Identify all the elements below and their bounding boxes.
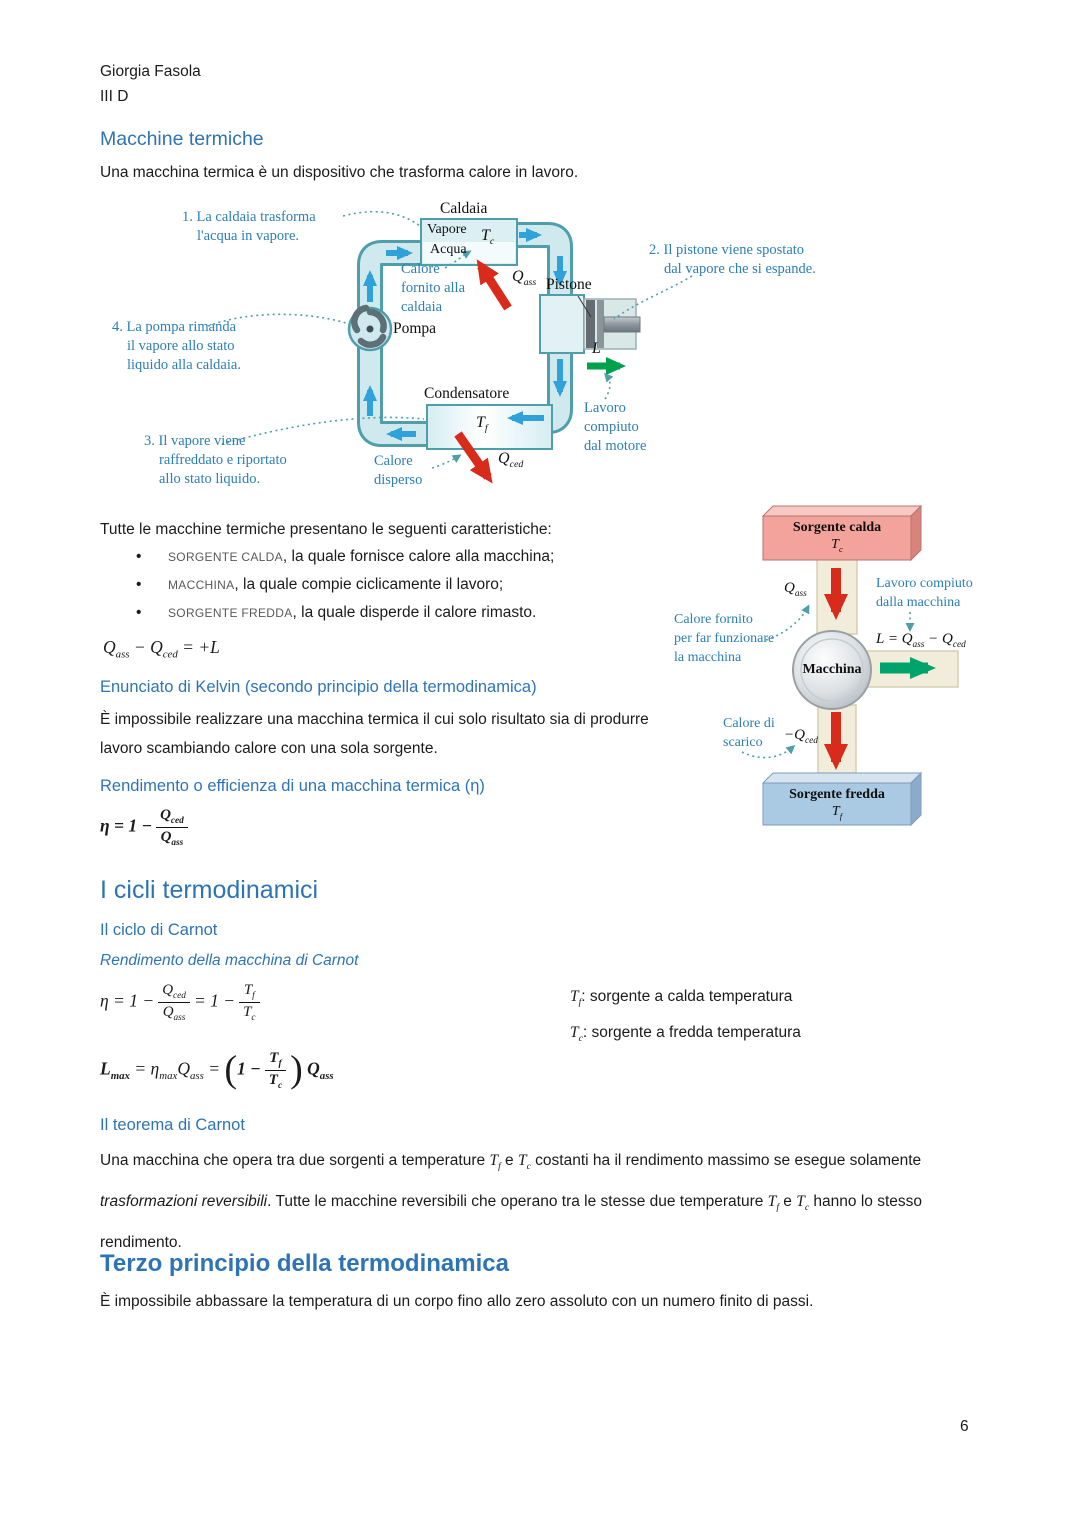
temperature-legend: Tf: sorgente a calda temperatura Tc: sor… (570, 982, 801, 1054)
pump (347, 304, 393, 352)
pump-label: Pompa (393, 320, 437, 337)
list-item: •MACCHINA, la quale compie ciclicamente … (136, 571, 554, 599)
cold-temp-label: Tf (831, 804, 843, 821)
kelvin-paragraph: È impossibile realizzare una macchina te… (100, 711, 649, 757)
heading-macchine-termiche: Macchine termiche (100, 128, 264, 150)
heading-terzo-principio: Terzo principio della termodinamica (100, 1250, 509, 1277)
legend-line: Tf: sorgente a calda temperatura (570, 988, 793, 1009)
intro-paragraph: Una macchina termica è un dispositivo ch… (100, 164, 579, 181)
heading-rendimento-carnot: Rendimento della macchina di Carnot (100, 952, 359, 969)
heat-engine-diagram (741, 504, 959, 827)
terzo-paragraph: È impossibile abbassare la temperatura d… (100, 1293, 814, 1310)
qced-label: Qced (498, 450, 524, 471)
annotation-1: 1. La caldaia trasforma l'acqua in vapor… (182, 209, 316, 244)
author-class: III D (100, 88, 129, 105)
characteristics-list: •SORGENTE CALDA, la quale fornisce calor… (136, 543, 554, 627)
figure-thermal-cycle: Caldaia Vapore Acqua Tc Pompa Pistone Co… (100, 196, 980, 508)
bullet-icon: • (136, 576, 142, 593)
legend-line: Tc: sorgente a fredda temperatura (570, 1024, 801, 1045)
hot-temp-label: Tc (831, 537, 843, 554)
work-label: L (592, 340, 601, 357)
qced-arrow (454, 431, 493, 484)
qced-label: −Qced (784, 727, 818, 746)
condenser-label: Condensatore (424, 385, 510, 402)
heading-rendimento: Rendimento o efficienza di una macchina … (100, 777, 485, 795)
exhaust-heat-note: Calore di scarico (723, 716, 775, 750)
tf-label: Tf (476, 414, 488, 435)
piston-assembly (539, 294, 641, 354)
condenser-box (426, 404, 553, 450)
heat-rejected-note: Calore disperso (374, 453, 423, 488)
figure-heat-engine: Sorgente calda Tc Qass Lavoro compiuto d… (660, 500, 990, 845)
work-formula: L = Qass − Qced (876, 631, 966, 650)
heat-supplied-note: Calore fornito alla caldaia (401, 261, 466, 315)
heading-kelvin: Enunciato di Kelvin (secondo principio d… (100, 678, 537, 696)
teorema-paragraph: Una macchina che opera tra due sorgenti … (100, 1152, 922, 1252)
qass-label: Qass (512, 268, 537, 289)
qass-arrow (476, 259, 512, 311)
boiler-label: Caldaia (440, 200, 488, 217)
annotation-3: 3. Il vapore viene raffreddato e riporta… (144, 433, 287, 487)
cold-reservoir-box (761, 771, 923, 827)
work-done-note: Lavoro compiuto dalla macchina (876, 576, 973, 610)
heat-supplied-note: Calore fornito per far funzionare la mac… (674, 612, 775, 665)
work-done-note: Lavoro compiuto dal motore (584, 400, 647, 454)
hot-reservoir-label: Sorgente calda (792, 520, 882, 535)
heading-ciclo-carnot: Il ciclo di Carnot (100, 921, 218, 939)
engine-leader-lines (741, 604, 915, 759)
list-item: •SORGENTE CALDA, la quale fornisce calor… (136, 543, 554, 571)
heading-cicli: I cicli termodinamici (100, 876, 319, 904)
hot-reservoir-box (761, 504, 923, 562)
characteristics-lead: Tutte le macchine termiche presentano le… (100, 521, 552, 538)
cold-reservoir-label: Sorgente fredda (789, 787, 885, 802)
qass-label: Qass (784, 580, 807, 599)
list-item: •SORGENTE FREDDA, la quale disperde il c… (136, 599, 554, 627)
heat-arrows (454, 259, 512, 484)
machine-circle (792, 630, 872, 710)
machine-label: Macchina (802, 662, 862, 677)
piston-label: Pistone (546, 276, 592, 293)
tc-label: Tc (481, 227, 495, 248)
energy-balance-formula: Qass − Qced = +L (103, 637, 220, 661)
heading-teorema-carnot: Il teorema di Carnot (100, 1116, 245, 1134)
bullet-icon: • (136, 604, 142, 621)
steam-label: Vapore (427, 222, 467, 237)
annotation-2: 2. Il pistone viene spostato dal vapore … (649, 242, 816, 277)
engine-arrows (824, 568, 936, 770)
author-name: Giorgia Fasola (100, 63, 201, 80)
annotation-4: 4. La pompa rimanda il vapore allo stato… (112, 319, 241, 373)
page-number: 6 (960, 1418, 969, 1435)
water-label: Acqua (430, 242, 467, 257)
thermal-cycle-diagram (207, 210, 693, 484)
bullet-icon: • (136, 548, 142, 565)
flow-arrows (363, 228, 567, 441)
leader-lines (207, 210, 693, 469)
